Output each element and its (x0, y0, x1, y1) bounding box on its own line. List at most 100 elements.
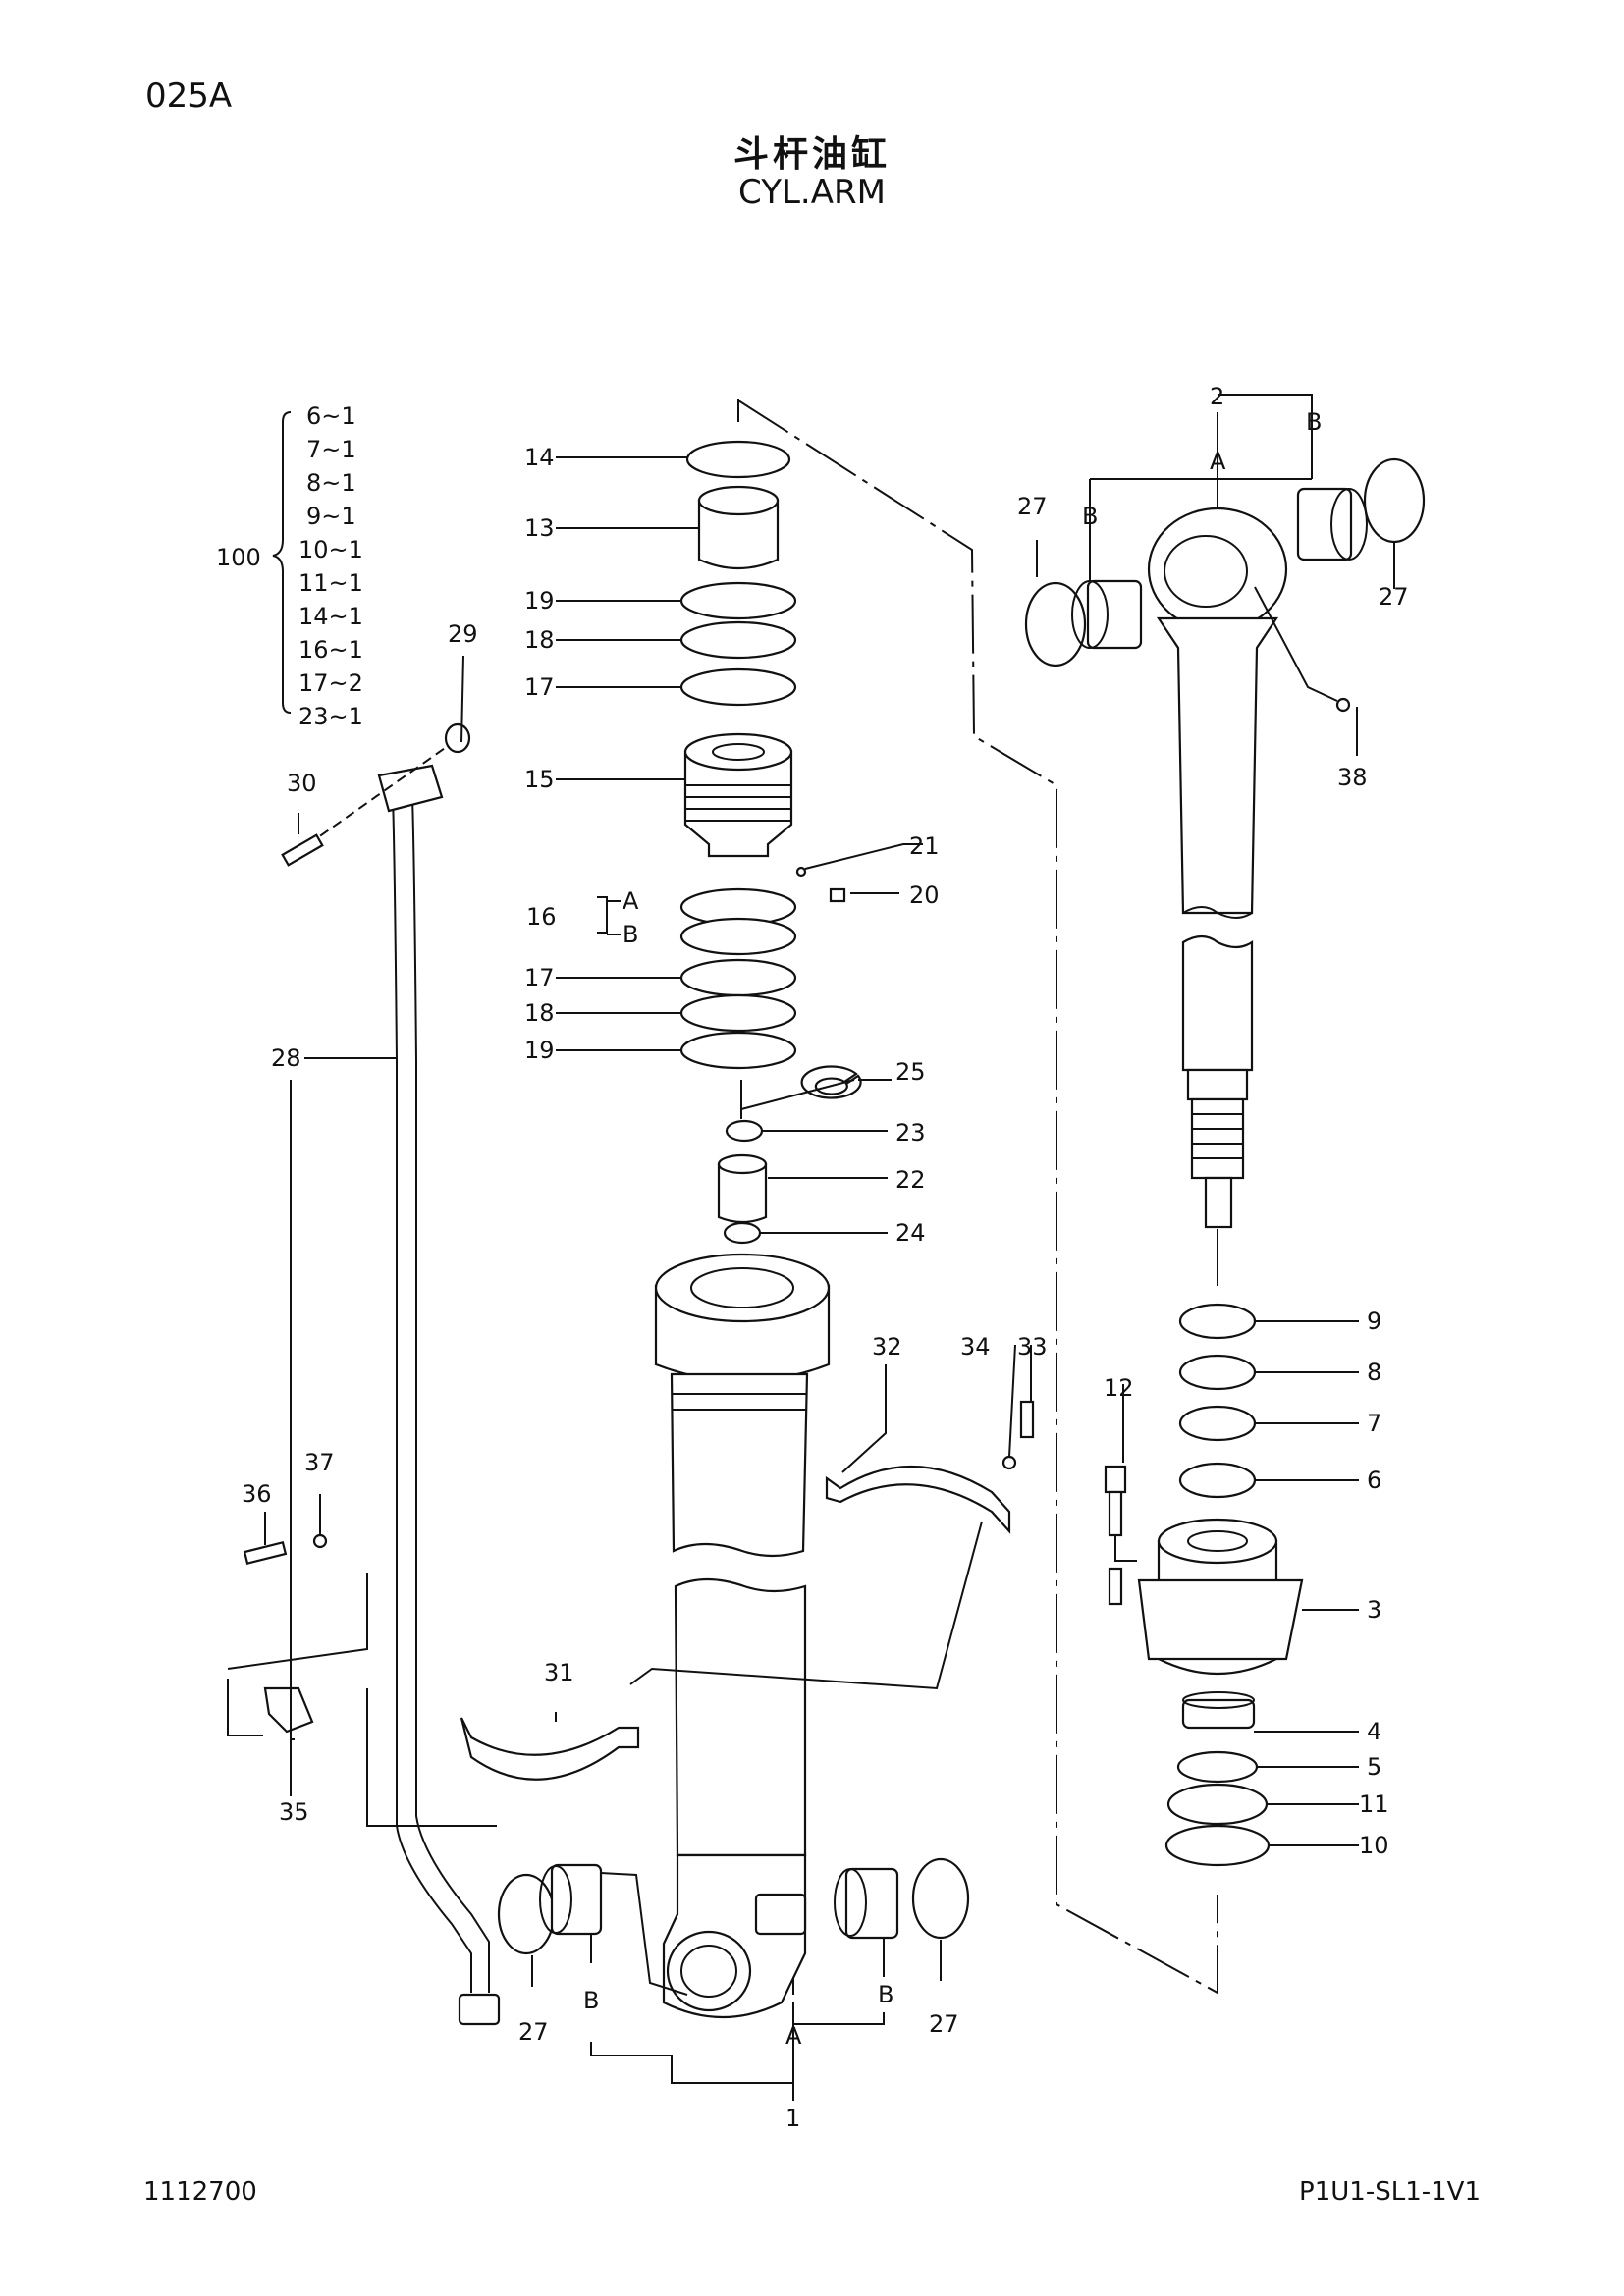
label-4: 4 (1367, 1718, 1381, 1745)
part-30-bolt (281, 833, 324, 867)
label-2b-right: B (1306, 408, 1322, 436)
label-3: 3 (1367, 1596, 1381, 1624)
bushing-4 (1181, 1698, 1256, 1730)
title-english: CYL.ARM (738, 173, 886, 212)
label-24: 24 (895, 1219, 926, 1247)
tube-upper (670, 1372, 809, 1558)
leader-lines (264, 394, 1395, 2101)
page-code: 025A (145, 77, 233, 116)
label-16b: B (623, 921, 638, 948)
part-36-bolt (243, 1541, 288, 1565)
kit-item: 11~1 (298, 569, 363, 597)
label-11: 11 (1359, 1790, 1389, 1818)
label-29: 29 (448, 620, 478, 648)
kit-item: 10~1 (298, 536, 363, 563)
clamps (227, 1400, 1035, 1827)
kit-item: 17~2 (298, 669, 363, 697)
label-21: 21 (909, 832, 940, 860)
part-12-bolt (1108, 1567, 1123, 1606)
kit-item: 23~1 (298, 703, 363, 730)
label-17-lower: 17 (524, 964, 555, 991)
label-7: 7 (1367, 1410, 1381, 1437)
label-16a: A (623, 887, 639, 915)
kit-item: 14~1 (298, 603, 363, 630)
label-27-bottom-right: 27 (929, 2010, 959, 2038)
rod-upper (1156, 616, 1279, 915)
label-15: 15 (524, 766, 555, 793)
label-1a: A (785, 2022, 802, 2050)
rod-lower (1181, 934, 1254, 1072)
ring-17-top (679, 667, 797, 707)
label-13: 13 (524, 514, 555, 542)
label-2b-left: B (1082, 503, 1098, 530)
kit-item: 16~1 (298, 636, 363, 664)
footer-right-code: P1U1-SL1-1V1 (1299, 2177, 1481, 2207)
title-chinese: 斗杆油缸 (732, 134, 891, 175)
kit-item: 9~1 (306, 503, 356, 530)
callout-labels: 14 13 19 18 17 15 16 A B 17 18 19 21 20 … (242, 383, 1409, 2132)
part-21-ball (795, 866, 807, 878)
label-27-top-left: 27 (1017, 493, 1048, 520)
piston-15 (683, 750, 793, 858)
part-2-rod (1147, 507, 1351, 1229)
seal-5 (1176, 1750, 1259, 1784)
axis-line-right (737, 400, 1218, 1995)
label-22: 22 (895, 1166, 926, 1194)
tube-eye-bushings (497, 1857, 970, 1996)
label-18-lower: 18 (524, 999, 555, 1027)
label-35: 35 (279, 1798, 309, 1826)
label-19-lower: 19 (524, 1037, 555, 1064)
label-34: 34 (960, 1333, 991, 1361)
clamp-31 (460, 1717, 640, 1781)
part-3-cylinder-head (1104, 1465, 1304, 1676)
kit-list: 100 6~1 7~1 8~1 9~1 10~1 11~1 14~1 16~1 … (216, 402, 363, 730)
rod-seals (1178, 1303, 1257, 1499)
label-5: 5 (1367, 1753, 1381, 1781)
tube-port (754, 1893, 807, 1936)
label-8: 8 (1367, 1359, 1381, 1386)
assembly-axis-lines (737, 399, 1218, 1995)
kit-brace (272, 411, 292, 714)
bushing-22 (717, 1162, 768, 1224)
seal-6 (1178, 1462, 1257, 1499)
rod-eye (1147, 507, 1288, 632)
bushing-b-top-right (1296, 487, 1353, 561)
kit-item: 8~1 (306, 469, 356, 497)
seal-27-top-right (1363, 457, 1426, 544)
label-10: 10 (1359, 1832, 1389, 1859)
label-28: 28 (271, 1044, 301, 1072)
label-32: 32 (872, 1333, 902, 1361)
part-35-bracket (263, 1686, 314, 1734)
bushing-b-top-left (1086, 579, 1143, 650)
clamp-32 (825, 1465, 1011, 1534)
label-33: 33 (1017, 1333, 1048, 1361)
label-17: 17 (524, 673, 555, 701)
tube-eye (666, 1930, 752, 2012)
rod-eye-bushings (1024, 457, 1426, 667)
tube-lower (674, 1577, 807, 1857)
label-1b-right: B (878, 1981, 893, 2008)
part-38-grease-nipple (1335, 697, 1351, 713)
part-33-bolt (1019, 1400, 1035, 1439)
piston-stack (679, 440, 862, 1245)
label-1b-left: B (583, 1987, 599, 2014)
ring-18-top (679, 620, 797, 660)
ring-19-top (679, 581, 797, 620)
head-seals (1164, 1691, 1271, 1867)
part-20-set-screw (829, 887, 846, 903)
seal-9 (1178, 1303, 1257, 1340)
ring-16b (679, 917, 797, 956)
label-36: 36 (242, 1480, 272, 1508)
part-28-pipe (281, 722, 501, 2026)
label-30: 30 (287, 770, 317, 797)
seal-27-top-left (1024, 581, 1087, 667)
seal-7 (1178, 1405, 1257, 1442)
label-37: 37 (304, 1449, 335, 1476)
seal-27-bottom-left (497, 1873, 556, 1955)
label-18: 18 (524, 626, 555, 654)
rod-thread (1190, 1097, 1245, 1180)
label-31: 31 (544, 1659, 574, 1686)
label-25: 25 (895, 1058, 926, 1086)
label-23: 23 (895, 1119, 926, 1147)
part-34-washer (1001, 1455, 1017, 1470)
